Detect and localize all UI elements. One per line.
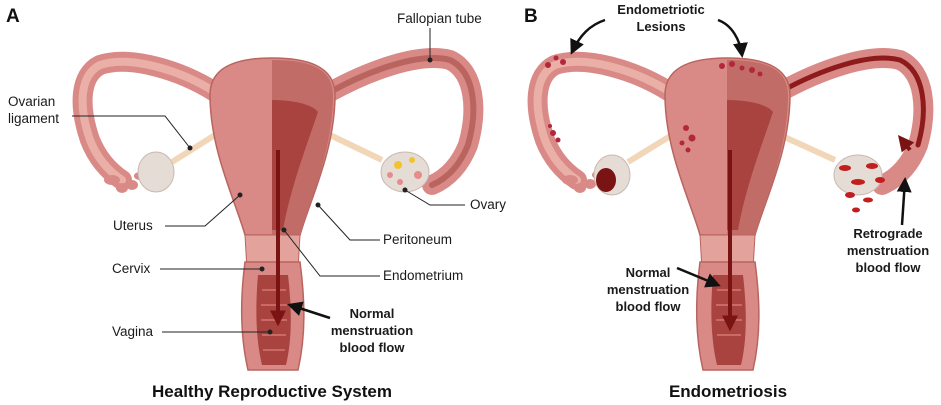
label-cervix: Cervix [112, 261, 265, 276]
label-vagina: Vagina [112, 324, 273, 339]
svg-text:Ovarian: Ovarian [8, 94, 55, 109]
svg-text:Endometriotic: Endometriotic [617, 2, 704, 17]
svg-text:Peritoneum: Peritoneum [383, 232, 452, 247]
svg-text:Lesions: Lesions [636, 19, 685, 34]
svg-text:Endometrium: Endometrium [383, 268, 463, 283]
panel-a-flow-label: Normal menstruation blood flow [287, 301, 413, 355]
label-endometrium: Endometrium [281, 227, 463, 283]
svg-text:Vagina: Vagina [112, 324, 154, 339]
panel-a-letter: A [6, 6, 20, 27]
panel-a-caption: Healthy Reproductive System [152, 382, 392, 401]
label-ovarian-ligament: Ovarian ligament [8, 94, 193, 151]
panel-b-lesions-label: Endometriotic Lesions [570, 2, 748, 58]
endometriotic-lesions [545, 55, 763, 153]
svg-text:Normal: Normal [350, 306, 395, 321]
svg-text:menstruation: menstruation [331, 323, 413, 338]
svg-text:Ovary: Ovary [470, 197, 506, 212]
svg-text:Cervix: Cervix [112, 261, 151, 276]
label-ovary: Ovary [402, 187, 506, 212]
panel-b-anatomy [527, 48, 934, 371]
svg-text:Fallopian tube: Fallopian tube [397, 11, 482, 26]
svg-text:blood flow: blood flow [340, 340, 406, 355]
svg-text:Normal: Normal [626, 265, 671, 280]
svg-text:Retrograde: Retrograde [853, 226, 922, 241]
left-ovary [137, 151, 175, 193]
svg-text:blood flow: blood flow [856, 260, 922, 275]
label-peritoneum: Peritoneum [315, 202, 452, 247]
svg-text:blood flow: blood flow [616, 299, 682, 314]
panel-b-caption: Endometriosis [669, 382, 787, 401]
label-fallopian-tube: Fallopian tube [397, 11, 482, 63]
panel-b-letter: B [524, 6, 538, 27]
svg-text:menstruation: menstruation [607, 282, 689, 297]
panel-b-normal-flow-label: Normal menstruation blood flow [607, 265, 721, 314]
svg-text:Uterus: Uterus [113, 218, 153, 233]
b-right-ovary [833, 154, 883, 196]
panel-b-retrograde-flow-label: Retrograde menstruation blood flow [847, 177, 929, 275]
panel-a-anatomy [72, 48, 484, 371]
svg-text:menstruation: menstruation [847, 243, 929, 258]
retrograde-blood-clots [839, 163, 885, 213]
right-ovary [380, 151, 430, 193]
label-uterus: Uterus [113, 192, 243, 233]
svg-text:ligament: ligament [8, 111, 59, 126]
ovary-follicles [387, 157, 422, 185]
panel-b-retrograde-flow-arrow [898, 135, 915, 153]
